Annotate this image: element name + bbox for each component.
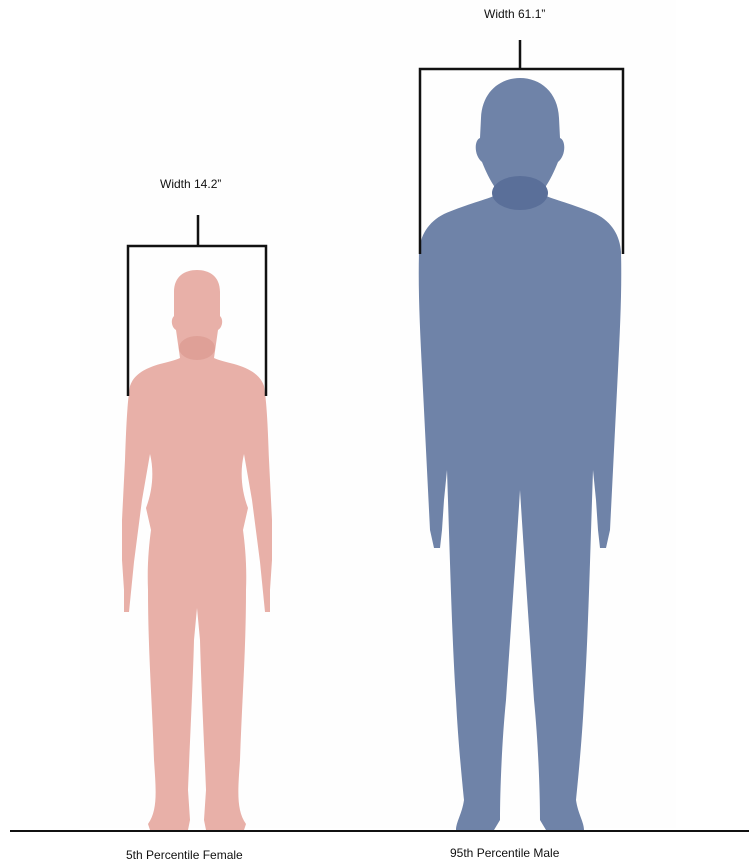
male-figure-label: 95th Percentile Male [450,846,559,860]
female-silhouette [122,270,272,830]
female-figure-label: 5th Percentile Female [126,848,243,862]
male-width-label: Width 61.1” [484,7,545,21]
female-width-label: Width 14.2” [160,177,221,191]
male-silhouette [419,78,622,830]
male-neck-shadow [492,176,548,210]
female-neck-shadow [179,336,215,360]
